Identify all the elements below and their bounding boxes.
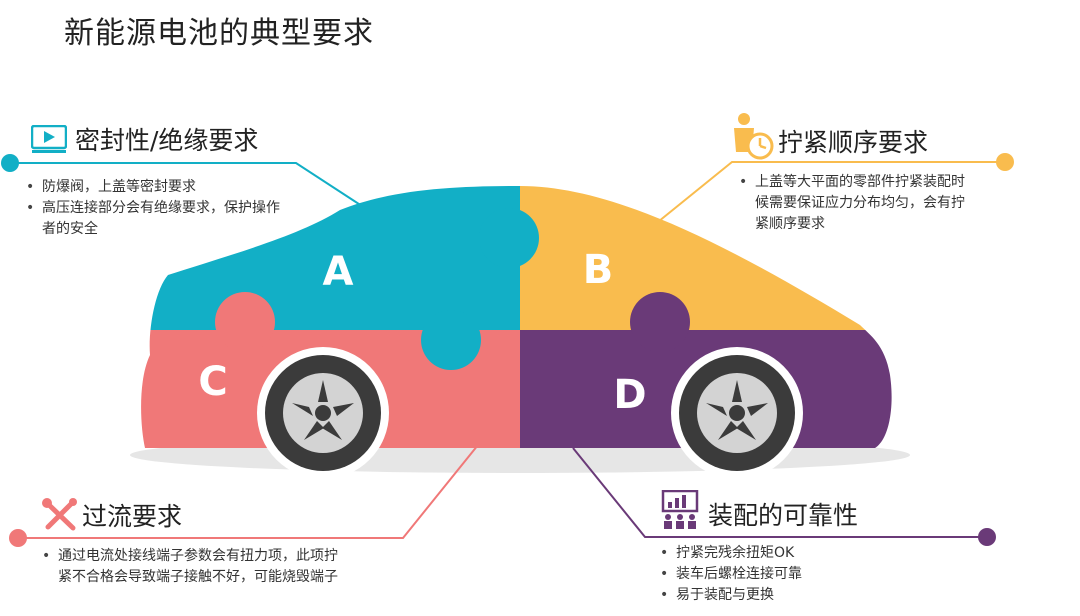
section-b-bullet-1: 上盖等大平面的零部件拧紧装配时 — [737, 172, 1027, 193]
section-c-bullet-1-cont-text: 紧不合格会导致端子接触不好，可能烧毁端子 — [58, 569, 338, 585]
connector-line-d — [572, 447, 987, 538]
section-a-bullets: 防爆阀，上盖等密封要求 高压连接部分会有绝缘要求，保护操作 者的安全 — [24, 177, 324, 240]
knob-d-to-b — [630, 292, 690, 352]
rear-wheel — [257, 347, 389, 479]
section-c-bullet-1: 通过电流处接线端子参数会有扭力项，此项拧 — [40, 546, 420, 567]
section-b-bullet-1-cont-text: 候需要保证应力分布均匀，会有拧 — [755, 195, 965, 211]
section-d-bullet-1: 拧紧完残余扭矩OK — [658, 543, 938, 564]
knob-a-to-b — [479, 208, 539, 268]
section-a-bullet-2-cont-text: 者的安全 — [42, 221, 98, 237]
piece-letter-d: D — [613, 372, 646, 418]
connector-dot-d — [978, 528, 996, 546]
section-c-bullet-1-cont: 紧不合格会导致端子接触不好，可能烧毁端子 — [40, 567, 420, 588]
businessman-clock-icon — [734, 113, 774, 160]
knob-c-to-a — [215, 292, 275, 352]
section-a-heading: 密封性/绝缘要求 — [75, 126, 259, 155]
video-player-icon — [31, 125, 67, 153]
connector-line-a — [10, 162, 366, 209]
section-b-heading: 拧紧顺序要求 — [778, 128, 929, 157]
page-title: 新能源电池的典型要求 — [64, 16, 374, 51]
section-b-bullet-1-cont2: 紧顺序要求 — [737, 214, 1027, 235]
section-d-bullets: 拧紧完残余扭矩OK 装车后螺栓连接可靠 易于装配与更换 — [658, 543, 938, 606]
piece-letter-a: A — [323, 249, 354, 295]
section-d-bullet-2: 装车后螺栓连接可靠 — [658, 564, 938, 585]
connector-line-b — [647, 161, 1005, 231]
presentation-audience-icon — [661, 490, 699, 529]
section-b-bullet-1-cont2-text: 紧顺序要求 — [755, 216, 825, 232]
connector-dot-c — [9, 529, 27, 547]
front-wheel — [671, 347, 803, 479]
connector-dot-b — [996, 153, 1014, 171]
wrench-screwdriver-icon — [42, 498, 77, 531]
piece-letter-b: B — [583, 247, 614, 293]
knob-a-to-c — [421, 310, 481, 370]
connector-line-c — [18, 444, 479, 539]
section-a-bullet-2-cont: 者的安全 — [24, 219, 324, 240]
section-d-heading: 装配的可靠性 — [708, 501, 859, 530]
section-b-bullets: 上盖等大平面的零部件拧紧装配时 候需要保证应力分布均匀，会有拧 紧顺序要求 — [737, 172, 1027, 235]
section-d-bullet-3: 易于装配与更换 — [658, 585, 938, 606]
section-c-heading: 过流要求 — [82, 502, 183, 531]
piece-letter-c: C — [198, 359, 227, 405]
section-a-bullet-1: 防爆阀，上盖等密封要求 — [24, 177, 324, 198]
section-b-bullet-1-cont: 候需要保证应力分布均匀，会有拧 — [737, 193, 1027, 214]
connector-dot-a — [1, 154, 19, 172]
section-a-bullet-2: 高压连接部分会有绝缘要求，保护操作 — [24, 198, 324, 219]
section-c-bullets: 通过电流处接线端子参数会有扭力项，此项拧 紧不合格会导致端子接触不好，可能烧毁端… — [40, 546, 420, 588]
